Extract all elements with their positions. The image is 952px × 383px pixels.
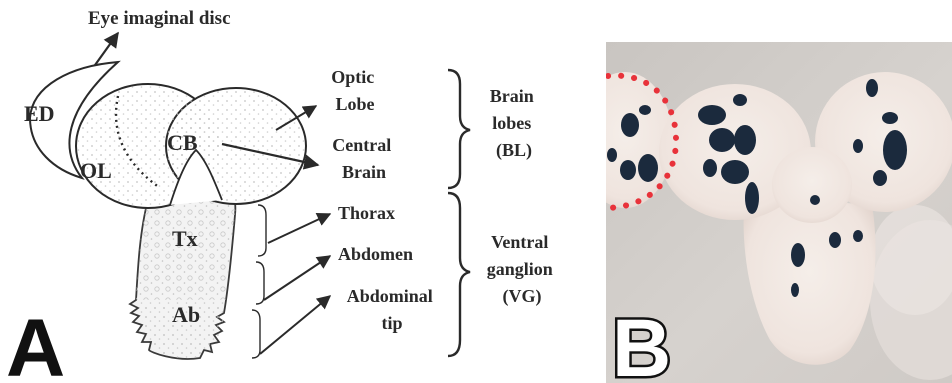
- thorax-side-bracket: [258, 205, 266, 256]
- ventral-ganglion-line-2: ganglion: [487, 259, 553, 279]
- abdominal-tip-label: Abdominal tip: [347, 286, 438, 333]
- ventral-ganglion-line-3: (VG): [503, 286, 542, 307]
- abdominal-tip-label-line-1: Abdominal: [347, 286, 433, 306]
- abdominal-tip-arrow: [260, 296, 330, 354]
- optic-lobe-label-line-2: Lobe: [335, 94, 374, 114]
- ab-label: Ab: [172, 302, 200, 327]
- brain-lobes-line-2: lobes: [492, 113, 531, 133]
- abdomen-label: Abdomen: [338, 244, 413, 264]
- ventral-ganglion-brace: [448, 193, 470, 356]
- abdominal-tip-label-line-2: tip: [381, 313, 402, 333]
- optic-lobe-label-line-1: Optic: [331, 67, 374, 87]
- panel-a: Eye imaginal disc ED OL CB Tx Ab: [6, 8, 557, 383]
- eye-imaginal-disc-label: Eye imaginal disc: [88, 8, 231, 29]
- central-brain-label-line-2: Brain: [342, 162, 386, 182]
- brain-lobes-group-label: Brain lobes (BL): [490, 86, 539, 161]
- tx-label: Tx: [172, 226, 198, 251]
- central-brain-label: Central Brain: [332, 135, 395, 182]
- ventral-ganglion-group-label: Ventral ganglion (VG): [487, 232, 558, 307]
- brain-lobes-line-3: (BL): [496, 140, 532, 161]
- ol-label: OL: [80, 158, 112, 183]
- brain-lobes-line-1: Brain: [490, 86, 534, 106]
- optic-lobe-label: Optic Lobe: [331, 67, 379, 114]
- tip-side-bracket: [252, 310, 260, 358]
- ventral-ganglion-line-1: Ventral: [491, 232, 548, 252]
- abdomen-arrow: [264, 256, 330, 300]
- abdomen-side-bracket: [256, 262, 264, 304]
- panel-a-letter: A: [6, 303, 65, 383]
- panel-b: B: [577, 42, 952, 383]
- panel-b-letter: B: [612, 303, 671, 383]
- thorax-arrow: [268, 214, 330, 243]
- brain-lobes-brace: [448, 70, 470, 188]
- central-brain-label-line-1: Central: [332, 135, 391, 155]
- ed-label: ED: [24, 101, 55, 126]
- thorax-label: Thorax: [338, 203, 395, 223]
- cb-label: CB: [167, 130, 198, 155]
